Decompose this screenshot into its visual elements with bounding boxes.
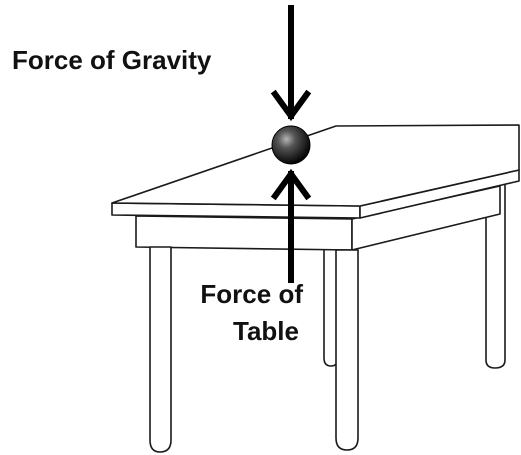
table-leg-front-right	[335, 249, 359, 451]
table-apron-front	[135, 215, 353, 251]
table-leg-back-right	[485, 171, 506, 369]
table-force-label-line2: Table	[233, 316, 299, 346]
table-force-label-line1: Force of	[200, 279, 303, 309]
table	[111, 124, 520, 453]
ball-icon	[271, 125, 311, 165]
arrow-down-icon	[270, 5, 312, 122]
gravity-force-label: Force of Gravity	[12, 45, 212, 75]
table-leg-front-left	[149, 246, 172, 453]
arrow-up-icon	[270, 168, 312, 283]
